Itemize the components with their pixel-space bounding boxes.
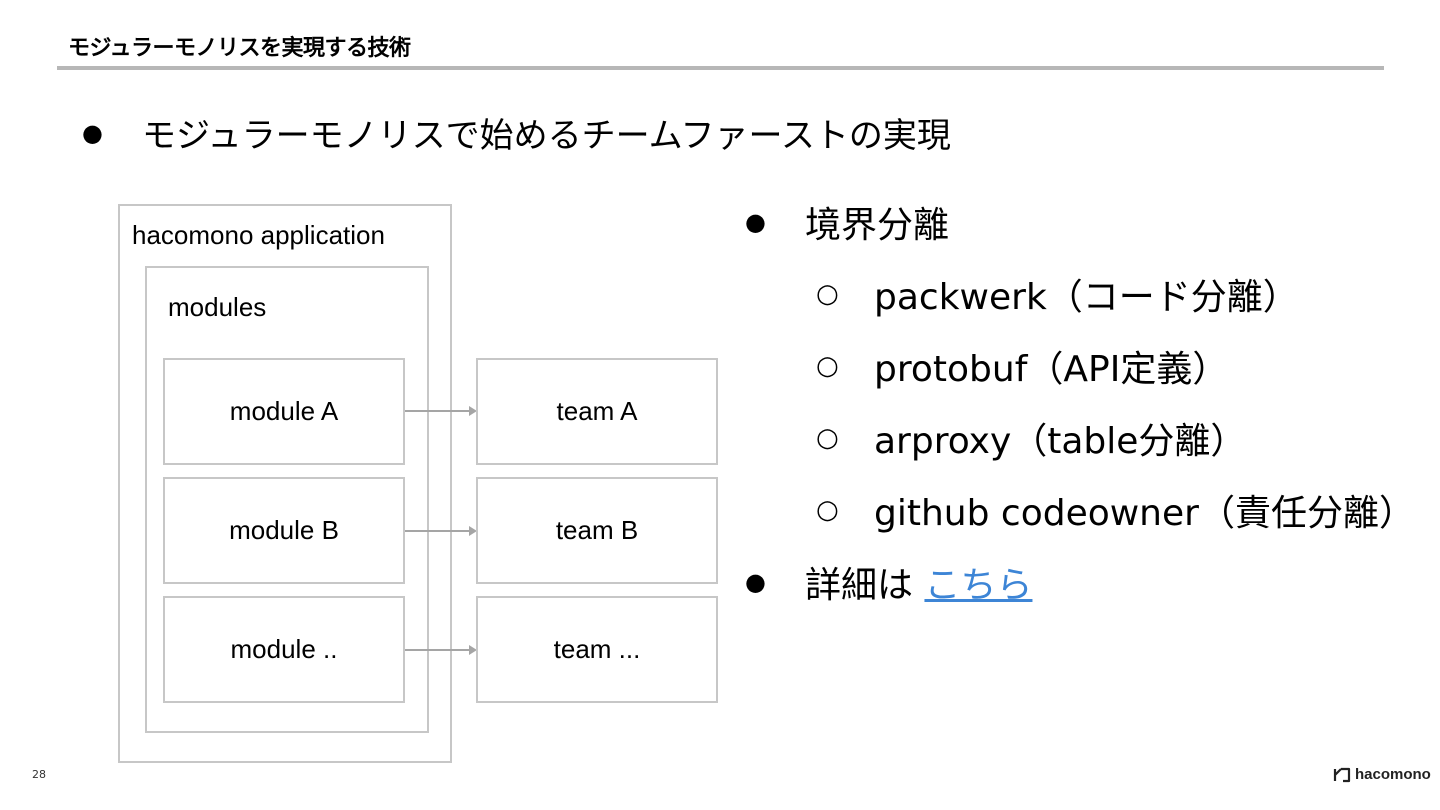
module-box: module A [163, 358, 405, 465]
title-divider [57, 66, 1384, 70]
modules-label: modules [168, 292, 267, 322]
module-to-team-arrow [405, 406, 477, 416]
sub-list-item-text: protobuf（API定義） [874, 349, 1229, 390]
team-box: team B [476, 477, 718, 584]
sub-list-bullet: ○ [816, 495, 839, 525]
module-box: module B [163, 477, 405, 584]
hacomono-logo-icon [1333, 767, 1351, 782]
application-label: hacomono application [132, 220, 385, 250]
sub-list-bullet: ○ [816, 351, 839, 381]
list-item-text: 境界分離 [805, 205, 950, 246]
sub-list-item: ○ protobuf（API定義） [816, 340, 1228, 392]
sub-list-item-text: github codeowner（責任分離） [874, 493, 1415, 534]
team-box: team ... [476, 596, 718, 703]
team-box: team A [476, 358, 718, 465]
module-box: module .. [163, 596, 405, 703]
heading-text: モジュラーモノリスで始めるチームファーストの実現 [142, 116, 951, 156]
slide-title: モジュラーモノリスを実現する技術 [68, 36, 411, 61]
sub-list-item-text: arproxy（table分離） [874, 421, 1247, 462]
logo-text: hacomono [1355, 766, 1431, 783]
list-item: ● 境界分離 [745, 196, 949, 248]
module-to-team-arrow [405, 526, 477, 536]
sub-list-item: ○ github codeowner（責任分離） [816, 484, 1415, 536]
module-to-team-arrow [405, 645, 477, 655]
sub-list-bullet: ○ [816, 423, 839, 453]
page-number: 28 [32, 768, 46, 781]
company-logo: hacomono [1333, 766, 1431, 783]
list-item-text: 詳細は [805, 565, 925, 606]
sub-list-item-text: packwerk（コード分離） [874, 277, 1299, 318]
sub-list-bullet: ○ [816, 279, 839, 309]
list-bullet: ● [745, 208, 766, 236]
heading-bullet: ● [82, 118, 103, 147]
details-link[interactable]: こちら [924, 565, 1033, 606]
sub-list-item: ○ arproxy（table分離） [816, 412, 1246, 464]
sub-list-item: ○ packwerk（コード分離） [816, 268, 1299, 320]
slide-heading: ● モジュラーモノリスで始めるチームファーストの実現 [82, 108, 951, 157]
list-item: ● 詳細は こちら [745, 556, 1032, 608]
list-bullet: ● [745, 568, 766, 596]
